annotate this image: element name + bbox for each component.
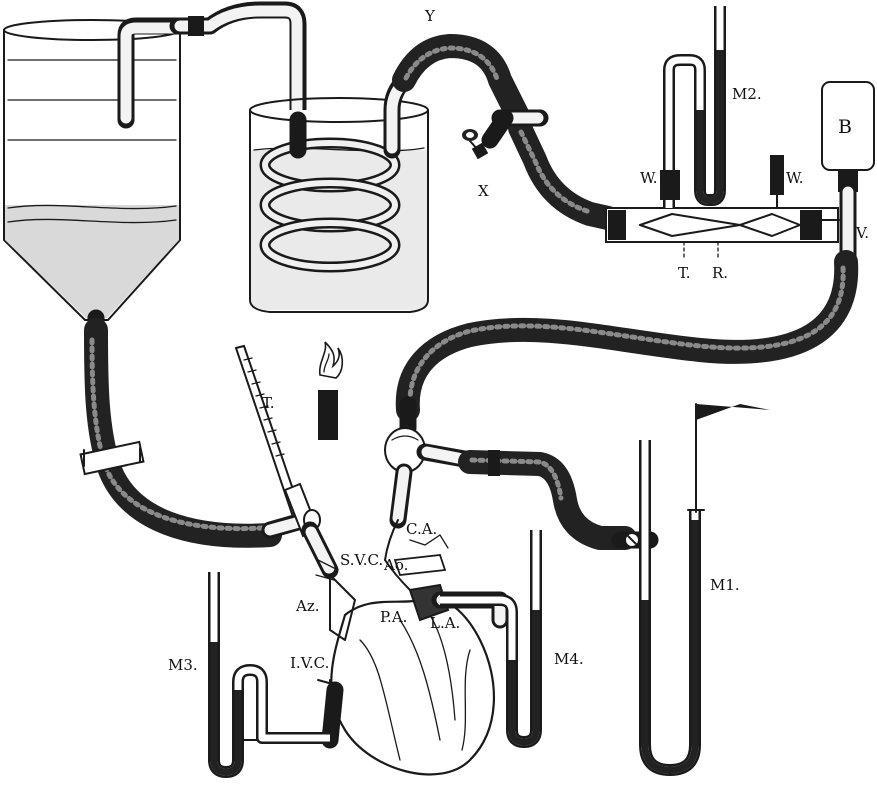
label-v: V. xyxy=(855,224,869,242)
bottle-b xyxy=(821,81,875,271)
label-la: L.A. xyxy=(430,614,460,632)
manometer-m1 xyxy=(639,403,770,776)
reservoir-to-coil-tube xyxy=(169,1,307,129)
label-az: Az. xyxy=(295,597,320,615)
label-r: R. xyxy=(712,264,728,282)
label-m4: M4. xyxy=(554,650,584,668)
label-ivc: I.V.C. xyxy=(290,654,329,672)
thermometer-t xyxy=(234,344,339,579)
stromuhr-tube xyxy=(605,189,851,259)
manometer-m4 xyxy=(440,530,542,748)
label-b: B xyxy=(838,116,852,138)
label-w-left: W. xyxy=(640,169,658,187)
label-t-thermometer: T. xyxy=(262,394,275,412)
reservoir-vessel xyxy=(3,17,189,321)
label-ca: C.A. xyxy=(406,520,437,538)
aortic-cannula-bulb xyxy=(384,396,479,529)
label-svc: S.V.C. xyxy=(340,551,383,569)
label-t-stromuhr: T. xyxy=(678,264,691,282)
label-ao: Ao. xyxy=(383,556,408,574)
warming-bath xyxy=(249,97,429,313)
manometer-m2 xyxy=(660,6,784,209)
side-hose-to-m1 xyxy=(458,450,659,550)
label-w-right: W. xyxy=(786,169,804,187)
burner xyxy=(318,341,344,440)
label-y: Y xyxy=(424,7,436,25)
tap-x xyxy=(462,129,491,160)
diagram-labels: Y X M2. B W. W. V. T. R. T. C.A. S.V.C. … xyxy=(168,7,869,674)
label-m2: M2. xyxy=(732,85,762,103)
label-m3: M3. xyxy=(168,656,198,674)
warming-coil xyxy=(259,71,414,273)
label-x: X xyxy=(478,182,489,200)
manometer-m3 xyxy=(208,572,330,778)
label-pa: P.A. xyxy=(380,608,407,626)
y-junction xyxy=(481,109,549,149)
arterial-hose xyxy=(395,250,859,422)
label-m1: M1. xyxy=(710,576,740,594)
coil-outlet-hose-y xyxy=(392,34,620,230)
